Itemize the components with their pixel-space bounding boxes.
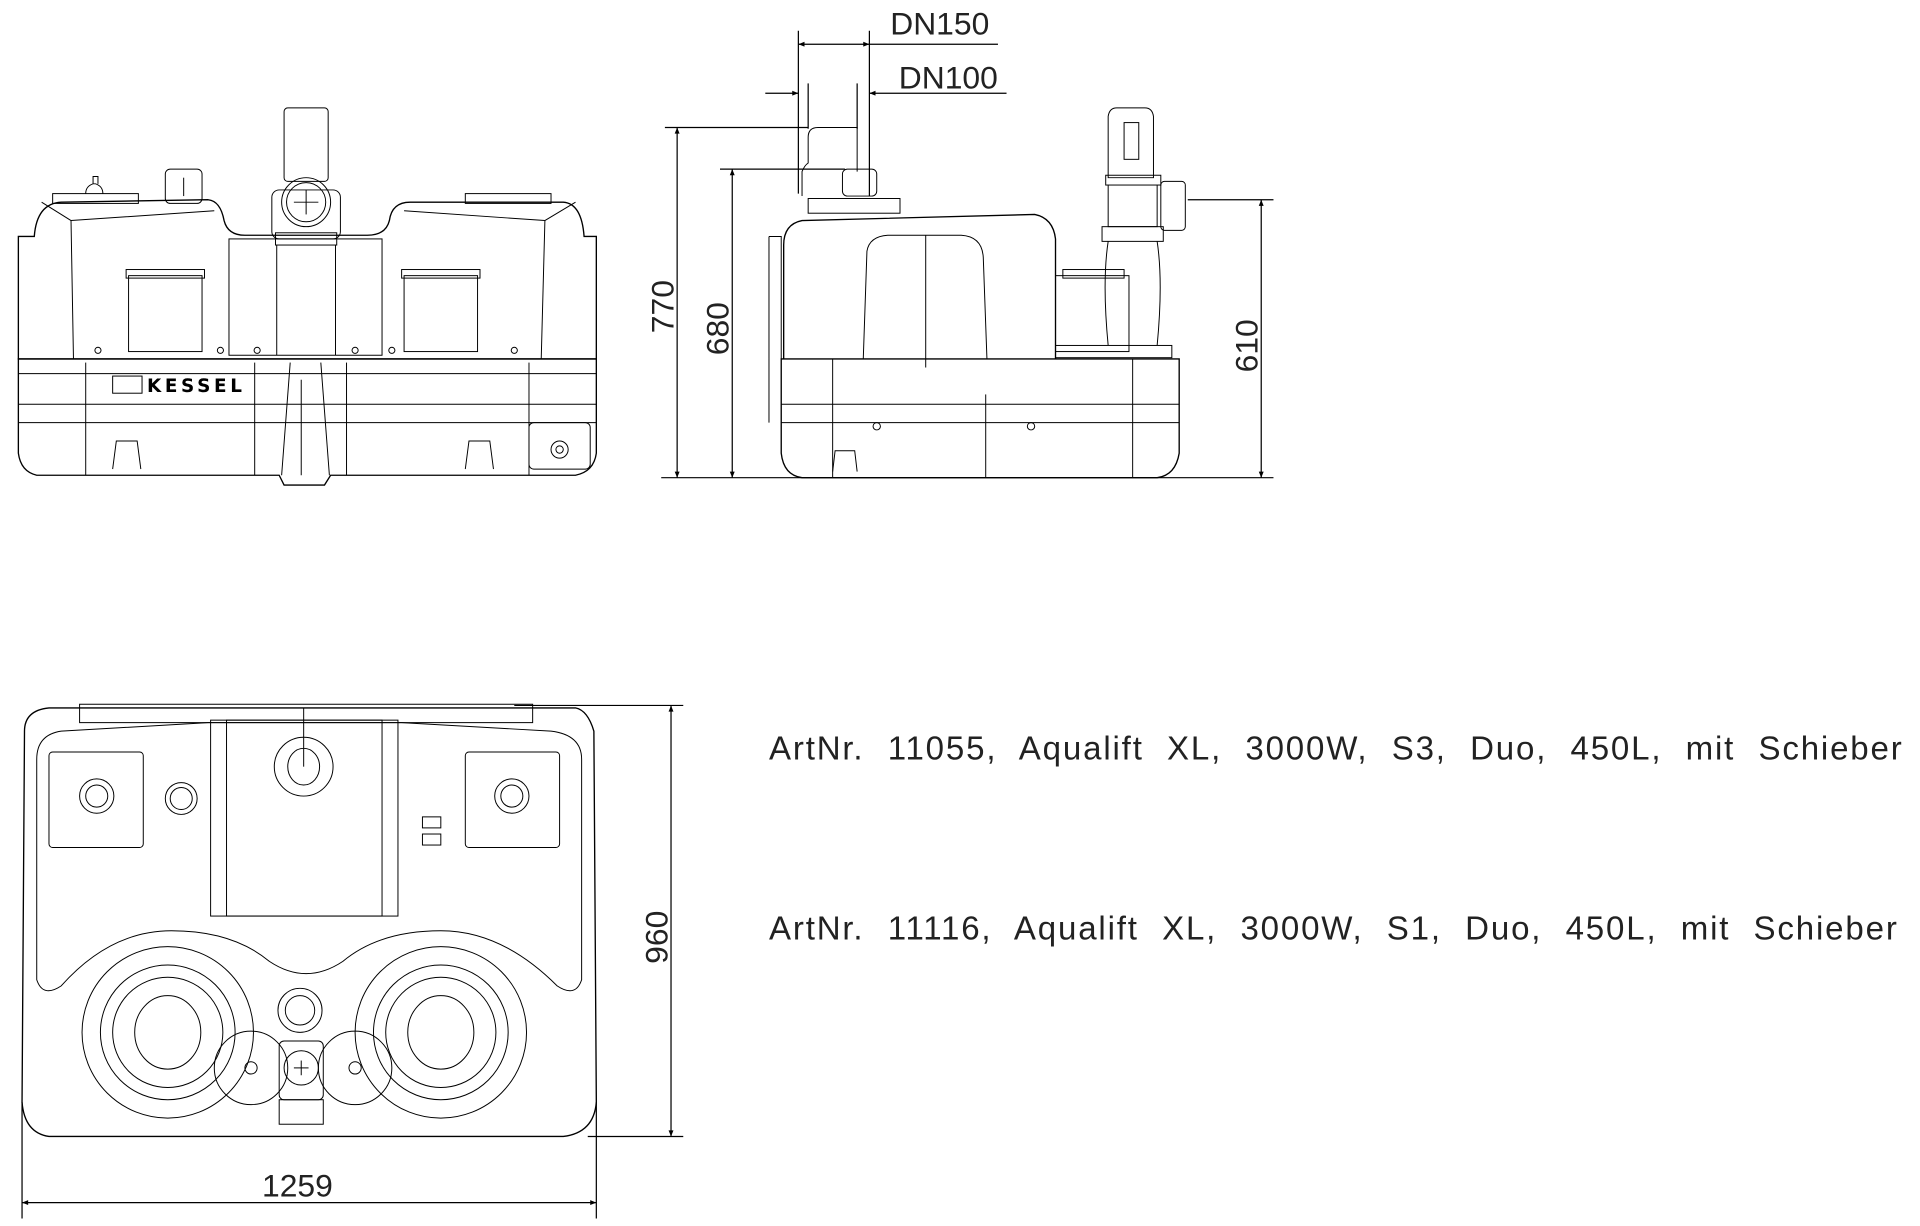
plan-view: [21, 703, 598, 1138]
dim-610: 610: [1229, 319, 1265, 372]
front-view: KESSEL: [17, 107, 597, 486]
article-1: ArtNr. 11055, Aqualift XL, 3000W, S3, Du…: [769, 730, 1904, 767]
dim-1259: 1259: [262, 1167, 333, 1203]
brand-logo: KESSEL: [147, 376, 246, 397]
dim-770: 770: [644, 280, 680, 333]
dim-680: 680: [700, 302, 736, 355]
dim-dn150: DN150: [890, 5, 989, 41]
side-view: [768, 107, 1186, 479]
dim-960: 960: [638, 911, 674, 964]
article-2: ArtNr. 11116, Aqualift XL, 3000W, S1, Du…: [769, 910, 1899, 947]
dim-dn100: DN100: [899, 59, 998, 95]
dimension-lines: [21, 30, 1274, 1219]
